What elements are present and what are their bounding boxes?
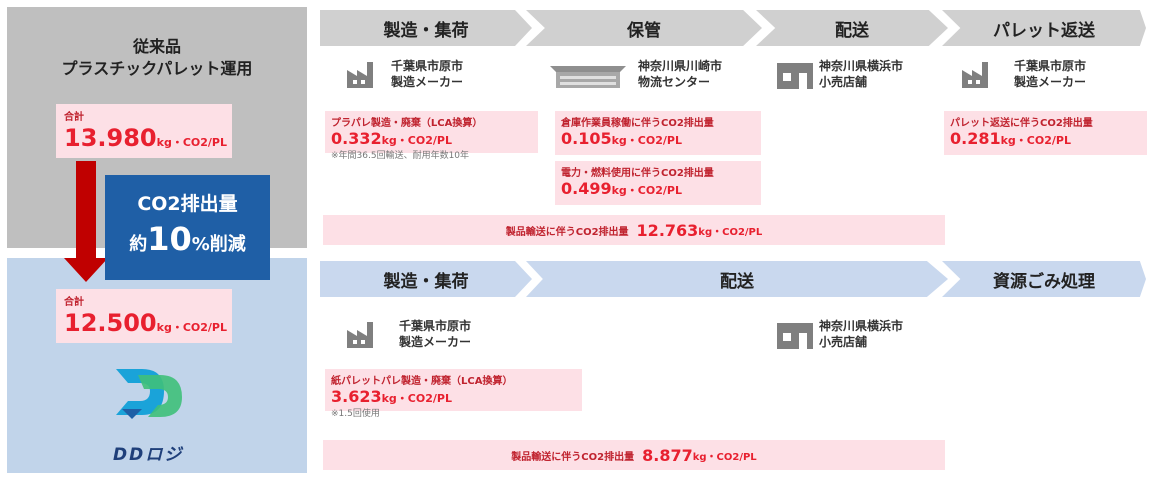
- place-kawasaki-center: 神奈川県川崎市物流センター: [548, 58, 722, 90]
- info-title: 紙パレットパレ製造・廃棄（LCA換算）: [331, 376, 513, 387]
- stage-manufacture-top: 製造・集荷: [320, 10, 532, 46]
- place-line1: 神奈川県川崎市: [638, 59, 723, 73]
- info-unit: kg・CO2/PL: [611, 184, 682, 197]
- info-unit: kg・CO2/PL: [381, 134, 452, 147]
- info-value-row: 0.332kg・CO2/PL: [331, 129, 532, 148]
- info-title: 倉庫作業員稼働に伴うCO2排出量: [561, 118, 714, 129]
- info-title: 電力・燃料使用に伴うCO2排出量: [561, 168, 714, 179]
- info-value: 0.499: [561, 179, 612, 198]
- info-note: ※年間36.5回輸送、耐用年数10年: [331, 151, 470, 161]
- ddlogi-logo: [116, 369, 182, 419]
- warehouse-icon: [550, 66, 626, 88]
- info-value-row: 0.499kg・CO2/PL: [561, 179, 755, 198]
- stage-storage: 保管: [526, 10, 762, 46]
- place-line2: 製造メーカー: [1014, 75, 1087, 89]
- stage-pallet-return: パレット返送: [942, 10, 1146, 46]
- transport-title: 製品輸送に伴うCO2排出量: [505, 226, 629, 238]
- info-value: 0.281: [950, 129, 1001, 148]
- badge-number: 10: [147, 220, 192, 258]
- stage-delivery-bottom: 配送: [526, 261, 948, 297]
- conventional-title-line1: 従来品: [132, 37, 181, 56]
- stage-label: 製造・集荷: [383, 271, 469, 292]
- place-line1: 神奈川県横浜市: [819, 59, 904, 73]
- stage-label: 配送: [835, 20, 869, 41]
- stage-label: 保管: [627, 20, 661, 41]
- reduction-badge: CO2排出量 約10%削減: [105, 175, 270, 280]
- badge-line2: 約10%削減: [105, 220, 270, 258]
- info-unit: kg・CO2/PL: [1000, 134, 1071, 147]
- place-line1: 神奈川県横浜市: [819, 319, 904, 333]
- total-label: 合計: [64, 297, 84, 308]
- conventional-title: 従来品 プラスチックパレット運用: [7, 36, 307, 80]
- badge-line1: CO2排出量: [137, 193, 238, 215]
- place-line2: 製造メーカー: [399, 335, 472, 349]
- info-value: 0.332: [331, 129, 382, 148]
- info-unit: kg・CO2/PL: [381, 392, 452, 405]
- conventional-total: 13.980kg・CO2/PL: [64, 124, 227, 152]
- transport-title: 製品輸送に伴うCO2排出量: [511, 451, 635, 463]
- total-unit: kg・CO2/PL: [156, 321, 227, 334]
- factory-icon: [347, 62, 373, 88]
- info-value-row: 0.281kg・CO2/PL: [950, 129, 1141, 148]
- stage-manufacture-bottom: 製造・集荷: [320, 261, 532, 297]
- info-title: パレット返送に伴うCO2排出量: [950, 118, 1093, 129]
- down-arrowhead-icon: [64, 258, 108, 282]
- info-value: 3.623: [331, 387, 382, 406]
- badge-suffix: %削減: [191, 234, 246, 255]
- stage-delivery-top: 配送: [756, 10, 948, 46]
- info-value: 0.105: [561, 129, 612, 148]
- info-warehouse-workers: 倉庫作業員稼働に伴うCO2排出量 0.105kg・CO2/PL: [555, 111, 761, 155]
- place-chiba-factory-return: 千葉県市原市製造メーカー: [960, 58, 1086, 90]
- info-plastic-pallet-lca: プラパレ製造・廃棄（LCA換算） 0.332kg・CO2/PL ※年間36.5回…: [325, 111, 538, 173]
- down-arrow-icon: [76, 161, 96, 261]
- place-line2: 小売店舗: [819, 75, 868, 89]
- conventional-title-line2: プラスチックパレット運用: [61, 59, 253, 78]
- stage-label: パレット返送: [993, 20, 1095, 41]
- total-value: 13.980: [64, 124, 157, 152]
- place-line2: 小売店舗: [819, 335, 868, 349]
- total-label: 合計: [64, 112, 84, 123]
- info-note: ※1.5回使用: [331, 409, 380, 419]
- place-line1: 千葉県市原市: [399, 319, 472, 333]
- place-chiba-factory-bottom: 千葉県市原市製造メーカー: [345, 318, 471, 350]
- total-unit: kg・CO2/PL: [156, 136, 227, 149]
- ddlogi-total-box: 合計 12.500kg・CO2/PL: [56, 289, 232, 343]
- store-icon: [777, 323, 813, 349]
- info-title: プラパレ製造・廃棄（LCA換算）: [331, 118, 483, 129]
- info-value-row: 0.105kg・CO2/PL: [561, 129, 755, 148]
- transport-unit: kg・CO2/PL: [698, 226, 763, 238]
- store-icon: [777, 63, 813, 89]
- total-value: 12.500: [64, 309, 157, 337]
- stage-label: 配送: [720, 271, 754, 292]
- transport-unit: kg・CO2/PL: [692, 451, 757, 463]
- badge-prefix: 約: [129, 234, 148, 255]
- place-yokohama-store-top: 神奈川県横浜市小売店舗: [775, 58, 903, 90]
- transport-value: 12.763: [636, 220, 699, 240]
- transport-value: 8.877: [642, 445, 693, 465]
- place-line1: 千葉県市原市: [391, 59, 464, 73]
- place-line2: 物流センター: [638, 75, 711, 89]
- ddlogi-total: 12.500kg・CO2/PL: [64, 309, 227, 337]
- factory-icon: [347, 322, 373, 348]
- stage-label: 製造・集荷: [383, 20, 469, 41]
- place-yokohama-store-bottom: 神奈川県横浜市小売店舗: [775, 318, 903, 350]
- info-power-fuel: 電力・燃料使用に伴うCO2排出量 0.499kg・CO2/PL: [555, 161, 761, 205]
- info-unit: kg・CO2/PL: [611, 134, 682, 147]
- stage-label: 資源ごみ処理: [993, 271, 1095, 292]
- info-paper-pallet-lca: 紙パレットパレ製造・廃棄（LCA換算） 3.623kg・CO2/PL ※1.5回…: [325, 369, 582, 431]
- conventional-total-box: 合計 13.980kg・CO2/PL: [56, 104, 232, 158]
- info-value-row: 3.623kg・CO2/PL: [331, 387, 576, 406]
- factory-icon: [962, 62, 988, 88]
- place-line2: 製造メーカー: [391, 75, 464, 89]
- place-line1: 千葉県市原市: [1014, 59, 1087, 73]
- stage-resource-waste: 資源ごみ処理: [942, 261, 1146, 297]
- info-pallet-return: パレット返送に伴うCO2排出量 0.281kg・CO2/PL: [944, 111, 1147, 155]
- place-chiba-factory-top: 千葉県市原市製造メーカー: [345, 58, 463, 90]
- ddlogi-logo-text: DDロジ: [113, 445, 184, 465]
